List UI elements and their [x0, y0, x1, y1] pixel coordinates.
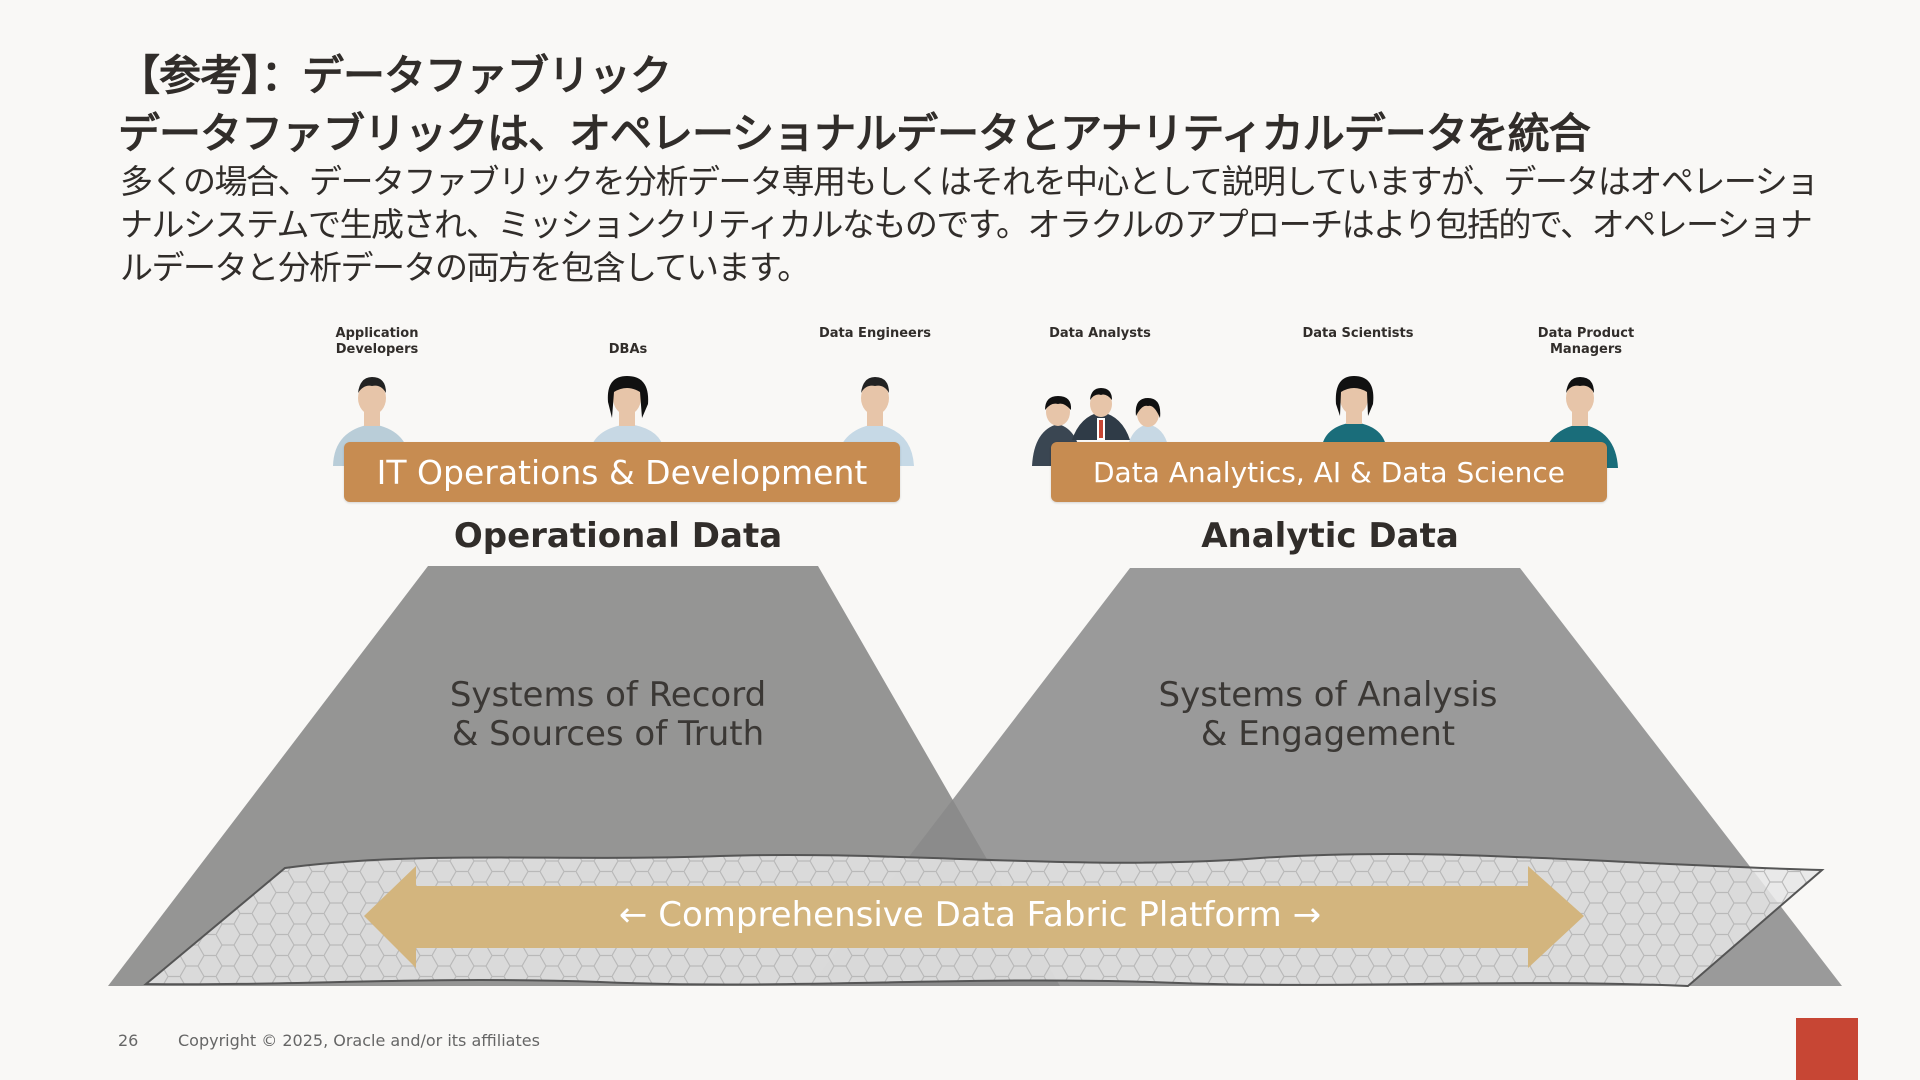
data-analysts-figure [1032, 388, 1168, 466]
systems-of-analysis-text: Systems of Analysis & Engagement [1068, 676, 1588, 754]
operational-data-title: Operational Data [453, 516, 783, 556]
systems-of-analysis-line1: Systems of Analysis [1158, 675, 1498, 715]
persona-label-data-engineers: Data Engineers [818, 326, 931, 341]
data-analytics-banner: Data Analytics, AI & Data Science [1051, 442, 1607, 502]
persona-label-data-product-managers: Data Product Managers [1537, 326, 1635, 357]
systems-of-record-line2: & Sources of Truth [451, 714, 765, 754]
systems-of-record-text: Systems of Record & Sources of Truth [348, 676, 868, 754]
description-text: 多くの場合、データファブリックを分析データ専用もしくはそれを中心として説明してい… [120, 162, 1819, 287]
persona-label-data-analysts: Data Analysts [1049, 326, 1151, 341]
data-fabric-platform-label: ← Comprehensive Data Fabric Platform → [618, 895, 1322, 935]
page-number: 26 [118, 1031, 139, 1050]
copyright-text: Copyright © 2025, Oracle and/or its affi… [178, 1031, 540, 1050]
persona-label-data-scientists: Data Scientists [1302, 326, 1414, 341]
systems-of-record-line1: Systems of Record [449, 675, 767, 715]
persona-label-dbas: DBAs [608, 342, 648, 357]
systems-of-analysis-line2: & Engagement [1200, 714, 1456, 754]
page-title: 【参考】：データファブリック [118, 51, 672, 100]
platform-arrow [364, 866, 1584, 968]
dba-figure [590, 376, 664, 450]
oracle-logo [1796, 1018, 1858, 1080]
it-operations-banner: IT Operations & Development [344, 442, 900, 502]
page-subtitle-heading: データファブリックは、オペレーショナルデータとアナリティカルデータを統合 [118, 109, 1591, 158]
data-scientist-figure [1322, 376, 1386, 446]
analytic-data-title: Analytic Data [1201, 516, 1459, 556]
persona-label-application-developers: Application Developers [335, 326, 419, 357]
